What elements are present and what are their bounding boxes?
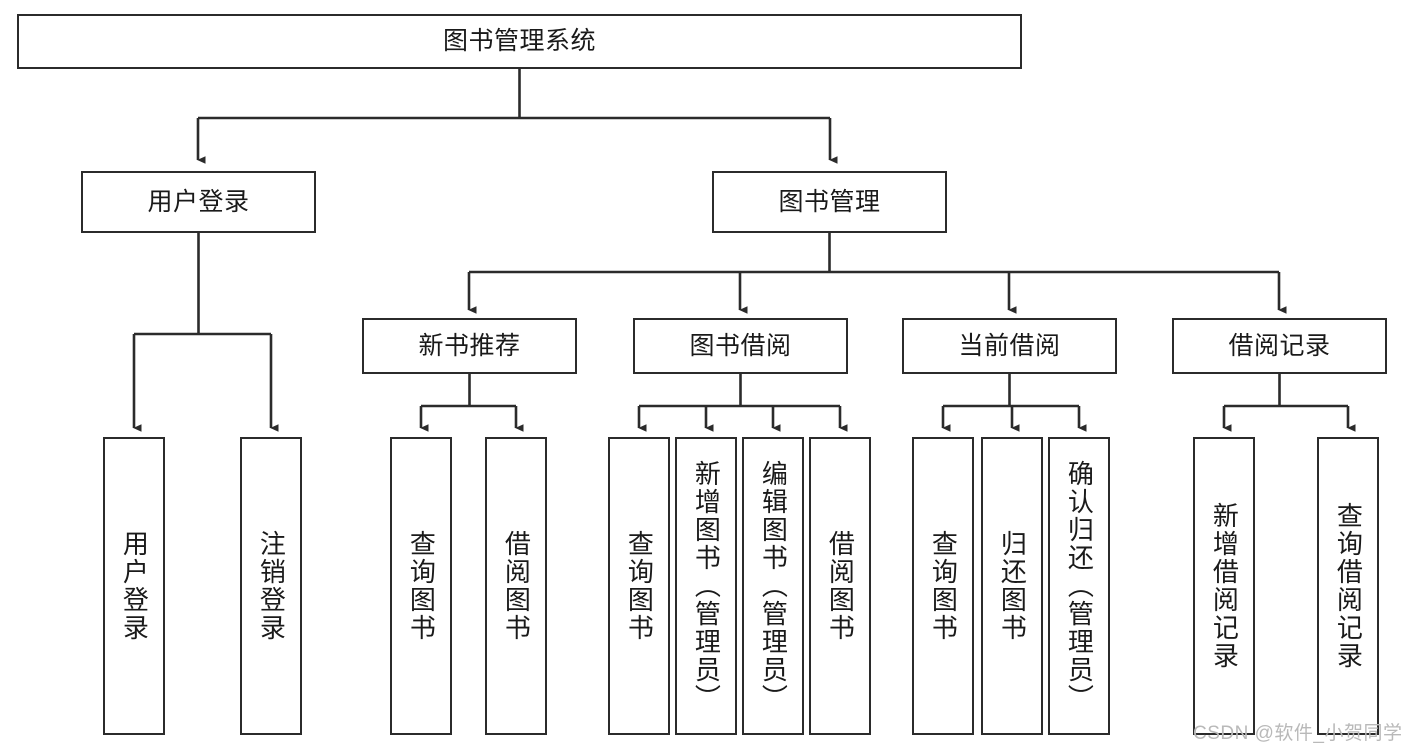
node-leaf-user-login[interactable]: 用户登录 (103, 437, 165, 735)
node-borrow-record[interactable]: 借阅记录 (1172, 318, 1387, 374)
node-label: 用户登录 (119, 530, 150, 642)
node-leaf-confirm-return[interactable]: 确认归还（管理员） (1048, 437, 1110, 735)
node-label: 借阅记录 (1228, 331, 1331, 360)
edge-bookborrow-to-leaves (637, 374, 848, 432)
node-label: 确认归还（管理员） (1064, 460, 1095, 712)
node-label: 查询借阅记录 (1333, 502, 1364, 670)
edge-userlogin-to-leaves (132, 233, 279, 432)
node-new-book-recommend[interactable]: 新书推荐 (362, 318, 577, 374)
node-leaf-edit-book[interactable]: 编辑图书（管理员） (742, 437, 804, 735)
node-label: 查询图书 (928, 530, 959, 642)
node-leaf-query-record[interactable]: 查询借阅记录 (1317, 437, 1379, 735)
node-leaf-return-book[interactable]: 归还图书 (981, 437, 1043, 735)
node-leaf-user-logout[interactable]: 注销登录 (240, 437, 302, 735)
node-leaf-add-record[interactable]: 新增借阅记录 (1193, 437, 1255, 735)
node-book-manage[interactable]: 图书管理 (712, 171, 947, 233)
node-label: 新增借阅记录 (1209, 502, 1240, 670)
node-label: 查询图书 (406, 530, 437, 642)
node-leaf-query-book-3[interactable]: 查询图书 (912, 437, 974, 735)
node-root[interactable]: 图书管理系统 (17, 14, 1022, 69)
node-leaf-query-book-1[interactable]: 查询图书 (390, 437, 452, 735)
edge-borrowrecord-to-leaves (1222, 374, 1356, 432)
node-leaf-query-book-2[interactable]: 查询图书 (608, 437, 670, 735)
node-label: 用户登录 (147, 187, 250, 216)
node-label: 编辑图书（管理员） (758, 460, 789, 712)
edge-currentborrow-to-leaves (941, 374, 1087, 432)
edge-root-to-level2 (196, 69, 838, 164)
node-leaf-add-book[interactable]: 新增图书（管理员） (675, 437, 737, 735)
node-leaf-borrow-book-1[interactable]: 借阅图书 (485, 437, 547, 735)
node-current-borrow[interactable]: 当前借阅 (902, 318, 1117, 374)
edge-bookmanage-to-level3 (467, 233, 1287, 314)
node-book-borrow[interactable]: 图书借阅 (633, 318, 848, 374)
edge-newbook-to-leaves (419, 374, 524, 432)
node-user-login[interactable]: 用户登录 (81, 171, 316, 233)
node-label: 图书管理 (778, 187, 881, 216)
node-label: 借阅图书 (825, 530, 856, 642)
csdn-watermark: CSDN @软件_小贺同学 (1193, 723, 1403, 744)
node-label: 图书管理系统 (442, 27, 596, 55)
node-leaf-borrow-book-2[interactable]: 借阅图书 (809, 437, 871, 735)
node-label: 新书推荐 (418, 331, 521, 360)
node-label: 新增图书（管理员） (691, 460, 722, 712)
node-label: 图书借阅 (689, 331, 792, 360)
node-label: 借阅图书 (501, 530, 532, 642)
node-label: 归还图书 (997, 530, 1028, 642)
node-label: 注销登录 (256, 530, 287, 642)
node-label: 查询图书 (624, 530, 655, 642)
node-label: 当前借阅 (958, 331, 1061, 360)
